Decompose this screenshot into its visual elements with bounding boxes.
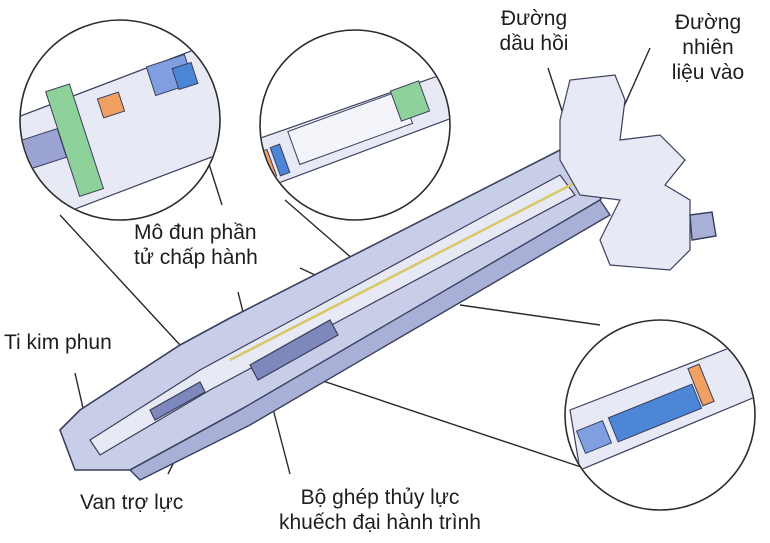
fuel-inlet-connector (689, 211, 717, 241)
label-hydraulic-coupler-line2: khuếch đại hành trình (279, 511, 481, 534)
leader-coupler (271, 404, 291, 475)
injector-head (559, 74, 691, 271)
coupler-spring (249, 319, 339, 381)
label-actuator-module-line1: Mô đun phần (134, 221, 257, 244)
label-return-line-line1: Đường (500, 7, 568, 30)
callout-left-2 (59, 214, 181, 346)
detail-circle-servo (19, 19, 221, 221)
label-fuel-inlet: Đường nhiên liệu vào (652, 10, 764, 85)
label-return-line: Đường dầu hồi (484, 6, 584, 56)
label-fuel-inlet-line1: Đường (674, 11, 742, 34)
detail-circle-actuator (259, 29, 451, 221)
label-fuel-inlet-line3: liệu vào (671, 61, 745, 84)
label-return-line-line2: dầu hồi (499, 32, 569, 55)
label-fuel-inlet-line2: nhiên (682, 36, 734, 59)
label-hydraulic-coupler: Bộ ghép thủy lực khuếch đại hành trình (240, 485, 520, 535)
label-actuator-module: Mô đun phần tử chấp hành (134, 220, 258, 270)
label-nozzle-needle: Ti kim phun (4, 331, 112, 354)
label-hydraulic-coupler-line1: Bộ ghép thủy lực (300, 486, 460, 509)
fuel-line (229, 168, 601, 362)
label-actuator-module-line2: tử chấp hành (134, 246, 258, 269)
injector-shadow (128, 199, 611, 481)
injector-body (59, 74, 717, 481)
label-servo-valve: Van trợ lực (80, 491, 184, 514)
needle-spring (149, 381, 206, 421)
detail-circle-coupler (564, 319, 756, 511)
callout-right-2 (319, 379, 591, 471)
callout-right-1 (459, 304, 601, 326)
